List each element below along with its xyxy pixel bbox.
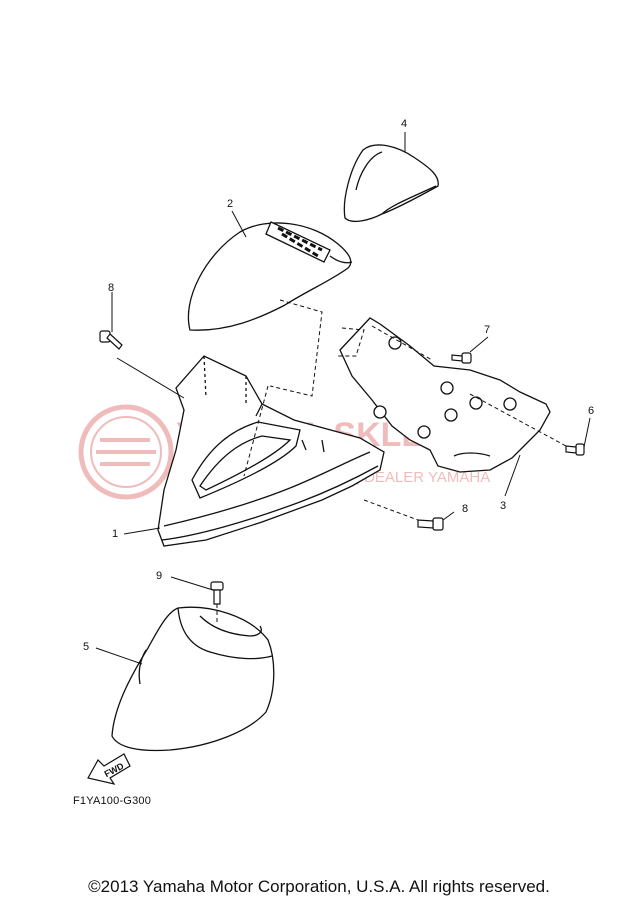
leader-lines [95,132,591,665]
copyright-notice: ©2013 Yamaha Motor Corporation, U.S.A. A… [88,877,550,896]
alignment-lines [216,299,567,622]
callout-6: 6 [588,405,594,417]
part-9-screw [210,581,224,605]
callout-3: 3 [500,500,506,512]
callouts: 1 2 3 4 5 6 7 8 8 9 [83,118,594,653]
part-7-bolt [451,352,472,364]
callout-8-left: 8 [108,282,114,294]
part-8-bolt-right [417,517,444,531]
part-5-front-fender [111,606,275,752]
part-6-bolt [565,443,585,456]
callout-9: 9 [156,570,162,582]
callout-2: 2 [227,198,233,210]
callout-8-right: 8 [462,503,468,515]
callout-4: 4 [401,118,407,130]
watermark-logo-icon [78,404,174,500]
figure-code: F1YA100-G300 [73,795,152,807]
fwd-arrow-icon: FWD [87,753,131,785]
part-8-bolt-left [99,330,123,350]
part-3-inner-panel [339,317,551,473]
part-4-cover [343,144,439,223]
callout-1: 1 [112,528,118,540]
part-1-front-cover [157,355,385,547]
part-2-visor [187,221,353,331]
callout-5: 5 [83,641,89,653]
callout-7: 7 [484,324,490,336]
